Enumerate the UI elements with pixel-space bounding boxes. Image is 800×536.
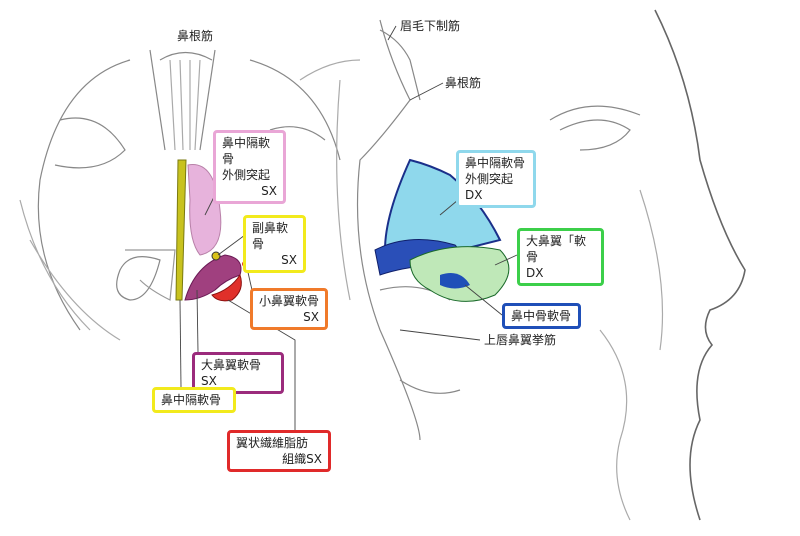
label-line: 大鼻翼「軟骨	[526, 234, 587, 264]
label-septal-dx: 鼻中骨軟骨	[502, 303, 581, 329]
septal-cartilage-shape	[175, 159, 187, 301]
label-line: SX	[281, 253, 297, 267]
label-line: 小鼻翼軟骨	[259, 294, 320, 308]
fibrofatty-shape	[211, 273, 242, 302]
label-line: 外側突起	[222, 168, 271, 182]
label-accessory-cartilage: 副鼻軟骨 SX	[243, 215, 306, 273]
label-line: 鼻中隔軟骨	[465, 156, 526, 170]
label-line: SX	[261, 184, 277, 198]
label-depressor-supercilii: 眉毛下制筋	[400, 19, 461, 33]
label-procerus-right: 鼻根筋	[445, 76, 482, 90]
label-line: 組織SX	[282, 452, 322, 466]
label-line: SX	[303, 310, 319, 324]
pencil-lines	[19, 9, 746, 521]
label-lesser-alar: 小鼻翼軟骨 SX	[250, 288, 328, 330]
label-line: 大鼻翼軟骨SX	[201, 358, 262, 388]
label-lateral-process-dx: 鼻中隔軟骨 外側突起DX	[456, 150, 536, 208]
label-greater-alar-dx: 大鼻翼「軟骨 DX	[517, 228, 604, 286]
label-levator: 上唇鼻翼挙筋	[484, 333, 557, 347]
label-line: DX	[526, 266, 544, 280]
label-lateral-process-sx: 鼻中隔軟骨 外側突起 SX	[213, 130, 286, 204]
label-line: 鼻中骨軟骨	[511, 309, 572, 323]
label-fibrofatty: 翼状繊維脂肪 組織SX	[227, 430, 331, 472]
greater-alar-dx-shape	[409, 246, 510, 302]
label-procerus-left: 鼻根筋	[177, 29, 214, 43]
label-line: 外側突起DX	[465, 172, 514, 202]
lateral-process-shape	[187, 164, 222, 256]
label-line: 鼻中隔軟骨	[161, 393, 222, 407]
label-line: 鼻中隔軟骨	[222, 136, 271, 166]
label-septal-cartilage: 鼻中隔軟骨	[152, 387, 236, 413]
accessory-cartilage-shape	[211, 251, 221, 261]
nostril-shape	[440, 272, 470, 289]
label-line: 副鼻軟骨	[252, 221, 289, 251]
label-line: 翼状繊維脂肪	[236, 436, 309, 450]
